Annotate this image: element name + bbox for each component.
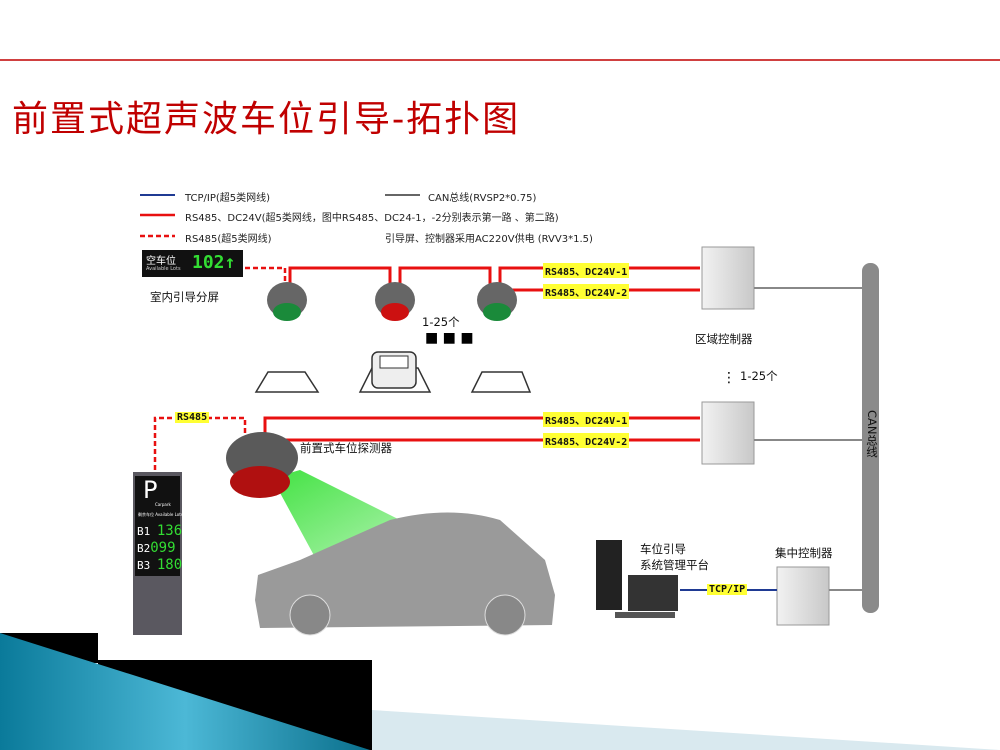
guide-screen-en: Available Lots xyxy=(146,266,181,272)
area-controller-1 xyxy=(701,246,755,310)
platform-label-2: 系统管理平台 xyxy=(640,558,709,572)
deco-light xyxy=(372,710,1000,750)
link-label: RS485、DC24V-1 xyxy=(543,263,630,278)
computer-icon xyxy=(596,540,678,618)
legend-can: CAN总线(RVSP2*0.75) xyxy=(428,193,537,204)
link-label: RS485、DC24V-2 xyxy=(543,433,630,448)
ellipsis: ⋮ xyxy=(722,370,736,386)
pillar-rows: B1 136 B2099 B3 180 xyxy=(137,523,182,574)
pillar-letter: P xyxy=(143,476,158,504)
platform-label-1: 车位引导 xyxy=(640,542,686,556)
link-label: RS485、DC24V-1 xyxy=(543,412,630,427)
tcpip-label: TCP/IP xyxy=(707,584,748,595)
guide-screen-label: 室内引导分屏 xyxy=(150,290,219,304)
legend-rs485-dashed: RS485(超5类网线) xyxy=(185,234,272,245)
pillar-display: P Carpark 剩余车位 Available Lots B1 136 B20… xyxy=(135,476,183,576)
car-side-silhouette xyxy=(255,512,555,628)
guide-screen-count: 102↑ xyxy=(192,252,236,273)
rs485-dc24-line1-top-b xyxy=(398,266,492,290)
central-controller xyxy=(776,566,830,626)
legend-tcpip: TCP/IP(超5类网线) xyxy=(185,193,271,204)
rs485-dc24-line1-top xyxy=(288,266,392,290)
sensor-label: 前置式车位探测器 xyxy=(300,441,392,455)
parking-bay xyxy=(470,371,532,393)
controller-count: 1-25个 xyxy=(740,369,778,383)
page-title: 前置式超声波车位引导-拓扑图 xyxy=(12,99,521,140)
sensor-count: 1-25个 xyxy=(422,315,460,329)
guide-screen: 空车位 Available Lots 102↑ xyxy=(142,250,243,277)
rs485-label: RS485 xyxy=(175,412,210,423)
car-front-icon xyxy=(371,351,417,389)
central-controller-label: 集中控制器 xyxy=(775,546,833,560)
sensor-icon xyxy=(375,282,415,321)
rs485-dashed-top xyxy=(245,266,287,290)
power-note: 引导屏、控制器采用AC220V供电 (RVV3*1.5) xyxy=(385,234,593,245)
guide-screen-cn: 空车位 xyxy=(146,256,176,267)
front-sensor-icon xyxy=(226,432,298,498)
ellipsis: ■ ■ ■ xyxy=(425,330,474,346)
pillar-sub: Carpark xyxy=(155,502,171,507)
can-bus-bar xyxy=(862,263,879,613)
pillar-row: B1 136 xyxy=(137,523,183,539)
deco-blue xyxy=(0,633,370,750)
pillar-row: B3 180 xyxy=(137,557,183,573)
area-controller-label: 区域控制器 xyxy=(695,332,753,346)
area-controller-2 xyxy=(701,401,755,465)
pillar-row: B2099 xyxy=(137,540,176,556)
legend-rs485-dc24: RS485、DC24V(超5类网线，图中RS485、DC24-1，-2分别表示第… xyxy=(185,213,559,224)
pillar-header: 剩余车位 Available Lots xyxy=(138,512,183,517)
sensor-icon xyxy=(267,282,307,321)
sensor-icon xyxy=(477,282,517,321)
rs485-dc24-line1-lower xyxy=(263,416,700,440)
link-label: RS485、DC24V-2 xyxy=(543,284,630,299)
can-bus-label: CAN总线 xyxy=(865,410,879,458)
parking-bay xyxy=(254,371,320,393)
